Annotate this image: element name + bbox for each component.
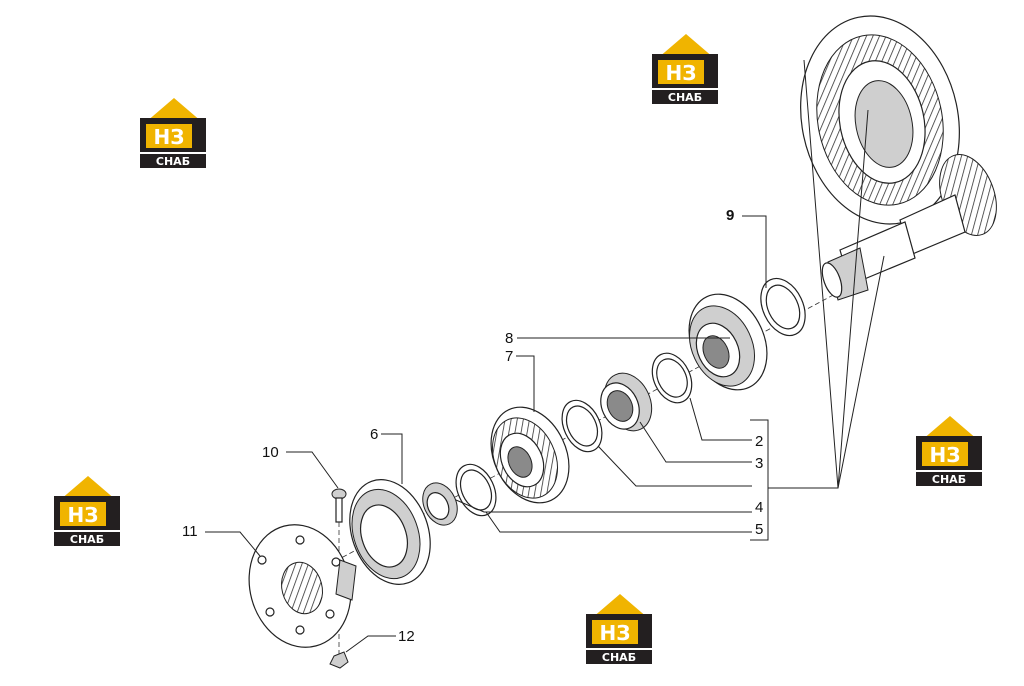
- callout-8: 8: [505, 330, 513, 347]
- leader-10: [286, 451, 339, 489]
- leader-7: [516, 355, 535, 412]
- watermark-logo: НЗ СНАБ: [54, 476, 120, 546]
- callout-2: 2: [755, 433, 763, 450]
- watermark-logo: НЗ СНАБ: [140, 98, 206, 168]
- leader-12: [345, 635, 396, 653]
- callout-5: 5: [755, 521, 763, 538]
- leader-3: [639, 421, 752, 463]
- part-7-bearing: [490, 406, 570, 504]
- part-5-washer: [455, 463, 497, 517]
- watermark-logo: НЗ СНАБ: [586, 594, 652, 664]
- leader-4-bottom: [455, 499, 752, 513]
- leader-5: [485, 511, 752, 533]
- part-4-washer: [561, 399, 603, 453]
- part-4-nut: [422, 482, 458, 526]
- svg-text:НЗ: НЗ: [600, 621, 631, 645]
- part-2-ring: [651, 352, 693, 404]
- part-8-bearing: [688, 293, 768, 391]
- callout-6: 6: [370, 426, 378, 443]
- svg-text:НЗ: НЗ: [68, 503, 99, 527]
- pinion-shaft: [821, 154, 997, 301]
- bracket-1: [750, 419, 769, 541]
- svg-text:СНАБ: СНАБ: [932, 473, 966, 486]
- callout-7: 7: [505, 348, 513, 365]
- leader-9: [742, 215, 767, 288]
- part-3-sleeve: [600, 372, 653, 432]
- callout-12: 12: [398, 628, 415, 645]
- svg-text:НЗ: НЗ: [930, 443, 961, 467]
- callout-9: 9: [726, 207, 734, 224]
- crown-gear: [800, 15, 960, 225]
- leader-1-c: [837, 109, 869, 489]
- leader-2: [689, 397, 752, 441]
- svg-text:СНАБ: СНАБ: [70, 533, 104, 546]
- svg-text:СНАБ: СНАБ: [668, 91, 702, 104]
- leader-11: [205, 531, 261, 557]
- callout-10: 10: [262, 444, 279, 461]
- watermark-logo: НЗ СНАБ: [652, 34, 718, 104]
- svg-text:НЗ: НЗ: [154, 125, 185, 149]
- callout-3: 3: [755, 455, 763, 472]
- part-9-washer: [760, 277, 806, 337]
- part-6-seal: [349, 479, 431, 585]
- leader-1-b: [837, 255, 885, 489]
- leader-4-top: [597, 445, 752, 487]
- svg-text:СНАБ: СНАБ: [156, 155, 190, 168]
- leader-6: [381, 433, 403, 484]
- callout-11: 11: [182, 523, 198, 540]
- svg-text:СНАБ: СНАБ: [602, 651, 636, 664]
- svg-text:НЗ: НЗ: [666, 61, 697, 85]
- part-12-nut: [329, 651, 349, 669]
- part-11-flange: [248, 524, 357, 648]
- watermark-logo: НЗ СНАБ: [916, 416, 982, 486]
- callout-4: 4: [755, 499, 763, 516]
